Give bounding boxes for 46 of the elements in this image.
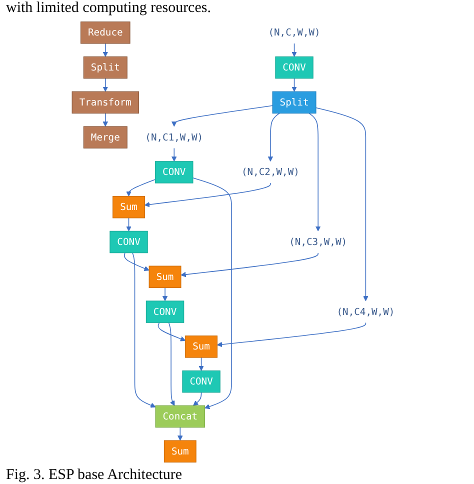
arrow [171, 105, 273, 127]
arrow [126, 218, 132, 232]
node-box: Split [83, 56, 128, 79]
arrow [193, 392, 202, 406]
arrow [126, 179, 156, 197]
node-box: CONV [110, 230, 148, 254]
arrow [144, 182, 271, 208]
arrow [162, 287, 168, 302]
arrow [292, 78, 297, 92]
arrow [171, 148, 177, 162]
arrow [178, 426, 183, 441]
node-box: Merge [83, 126, 128, 148]
arrow [268, 112, 280, 162]
node-text: (N,C,W,W) [268, 26, 320, 38]
arrow [292, 43, 297, 57]
node-box: Sum [148, 266, 182, 288]
arrow [102, 112, 108, 127]
node-box: Sum [185, 336, 218, 358]
figure-caption: Fig. 3. ESP base Architecture [5, 467, 184, 484]
arrow [132, 252, 156, 408]
node-box: Concat [155, 405, 206, 428]
arrow [216, 322, 366, 348]
node-box: CONV [182, 370, 220, 393]
arrow [102, 43, 108, 57]
arrow [316, 107, 368, 302]
arrow [158, 322, 186, 342]
arrow [308, 112, 321, 232]
node-text: (N,C1,W,W) [145, 131, 204, 143]
node-box: CONV [275, 56, 314, 79]
node-text: (N,C4,W,W) [336, 306, 395, 318]
node-box: CONV [146, 300, 184, 323]
node-box: Split [272, 91, 316, 114]
arrow [180, 252, 318, 278]
node-text: (N,C3,W,W) [289, 236, 348, 248]
text-line: with limited computing resources. [5, 0, 212, 17]
arrow [192, 178, 232, 410]
node-box: Transform [72, 91, 139, 114]
node-text: (N,C2,W,W) [241, 166, 300, 178]
arrow [168, 322, 175, 406]
node-box: Sum [164, 440, 196, 462]
node-box: Reduce [80, 22, 130, 44]
arrow [198, 357, 204, 371]
node-box: CONV [155, 161, 194, 184]
arrow [124, 252, 150, 271]
node-box: Sum [112, 196, 145, 218]
arrow [102, 78, 108, 92]
